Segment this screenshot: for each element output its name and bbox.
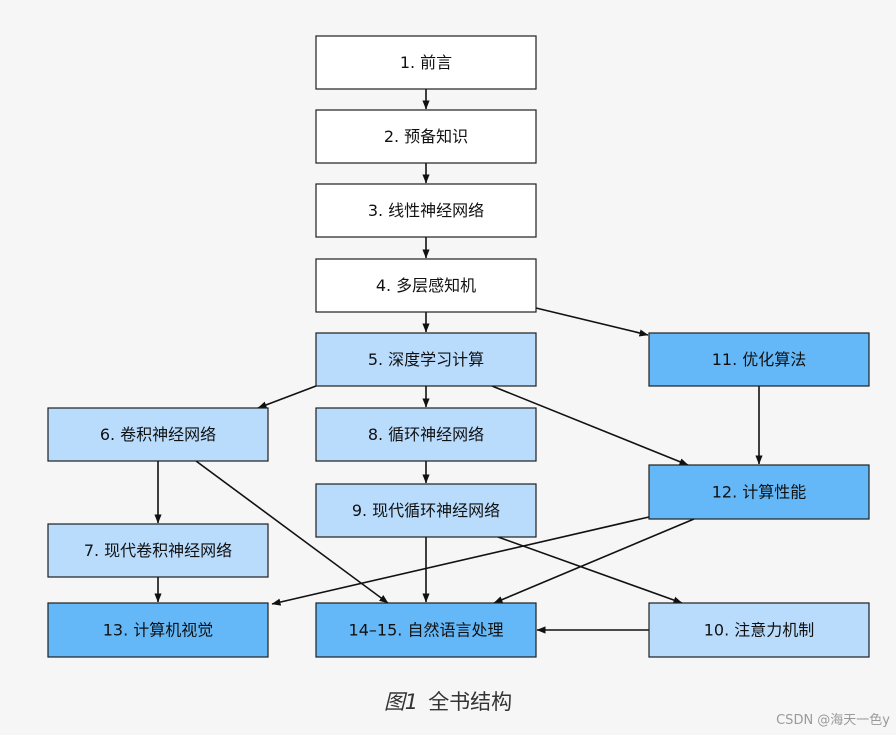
arrow-n5-to-n12 (491, 385, 689, 466)
node-rect-n12 (648, 464, 870, 520)
node-box-n6: 6. 卷积神经网络 (47, 407, 269, 462)
node-box-n1: 1. 前言 (315, 35, 537, 90)
node-rect-n2 (315, 109, 537, 164)
nodes-layer: 1. 前言 2. 预备知识 3. 线性神经网络 4. 多层感知机 5. 深度学习计算 6.… (47, 35, 870, 658)
node-rect-n9 (315, 483, 537, 538)
node-label-n4: 4. 多层感知机 (376, 276, 476, 295)
node-rect-n8 (315, 407, 537, 462)
figure-caption: 图1 全书结构 (0, 686, 896, 716)
edges-layer (154, 89, 763, 634)
node-rect-n11 (648, 332, 870, 387)
node-box-n12: 12. 计算性能 (648, 464, 870, 520)
node-rect-n4 (315, 258, 537, 313)
node-label-n10: 10. 注意力机制 (704, 621, 815, 640)
node-box-n13: 13. 计算机视觉 (47, 602, 269, 658)
node-box-n10: 10. 注意力机制 (648, 602, 870, 658)
node-label-n14: 14–15. 自然语言处理 (349, 621, 504, 640)
figure-number: 图1 (383, 690, 419, 714)
node-label-n2: 2. 预备知识 (384, 127, 468, 146)
node-box-n2: 2. 预备知识 (315, 109, 537, 164)
node-label-n3: 3. 线性神经网络 (368, 201, 484, 220)
node-box-n7: 7. 现代卷积神经网络 (47, 523, 269, 578)
node-box-n14: 14–15. 自然语言处理 (315, 602, 537, 658)
node-label-n7: 7. 现代卷积神经网络 (84, 541, 232, 560)
watermark: CSDN @海天一色y (776, 713, 890, 728)
node-rect-n6 (47, 407, 269, 462)
node-label-n13: 13. 计算机视觉 (103, 621, 214, 640)
node-label-n8: 8. 循环神经网络 (368, 425, 484, 444)
node-rect-n13 (47, 602, 269, 658)
node-label-n9: 9. 现代循环神经网络 (352, 501, 500, 520)
node-rect-n3 (315, 183, 537, 238)
node-rect-n1 (315, 35, 537, 90)
arrow-n9-to-n10 (497, 536, 683, 604)
arrow-n5-to-n6 (257, 385, 317, 409)
node-label-n6: 6. 卷积神经网络 (100, 425, 216, 444)
node-rect-n10 (648, 602, 870, 658)
node-box-n3: 3. 线性神经网络 (315, 183, 537, 238)
node-label-n12: 12. 计算性能 (712, 483, 807, 502)
node-box-n11: 11. 优化算法 (648, 332, 870, 387)
arrow-n6-to-n14 (195, 460, 389, 604)
node-rect-n14 (315, 602, 537, 658)
node-box-n4: 4. 多层感知机 (315, 258, 537, 313)
node-box-n8: 8. 循环神经网络 (315, 407, 537, 462)
node-rect-n5 (315, 332, 537, 387)
arrow-n12-to-n14 (493, 518, 695, 604)
figure-title: 全书结构 (428, 690, 513, 714)
node-label-n1: 1. 前言 (400, 53, 452, 72)
arrow-n12-to-n13 (271, 516, 650, 606)
node-rect-n7 (47, 523, 269, 578)
node-label-n11: 11. 优化算法 (712, 350, 807, 369)
node-box-n5: 5. 深度学习计算 (315, 332, 537, 387)
node-label-n5: 5. 深度学习计算 (368, 350, 484, 369)
arrow-n4-to-n11 (535, 307, 649, 337)
node-box-n9: 9. 现代循环神经网络 (315, 483, 537, 538)
